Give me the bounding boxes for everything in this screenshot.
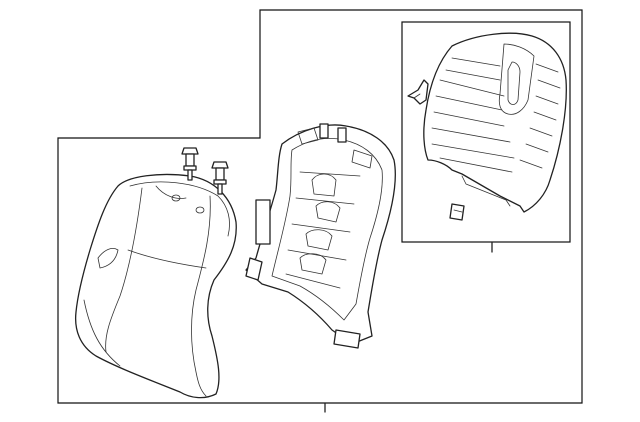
clip-upper <box>407 79 429 105</box>
inset-frame <box>401 21 571 243</box>
assembly-frame <box>57 9 583 404</box>
seat-back-cover <box>74 173 237 399</box>
headrest-guide-left <box>181 147 199 181</box>
seat-back-frame <box>245 123 396 349</box>
headrest-guide-right <box>211 161 229 195</box>
clip-lower <box>449 203 465 221</box>
back-panel <box>423 32 567 213</box>
